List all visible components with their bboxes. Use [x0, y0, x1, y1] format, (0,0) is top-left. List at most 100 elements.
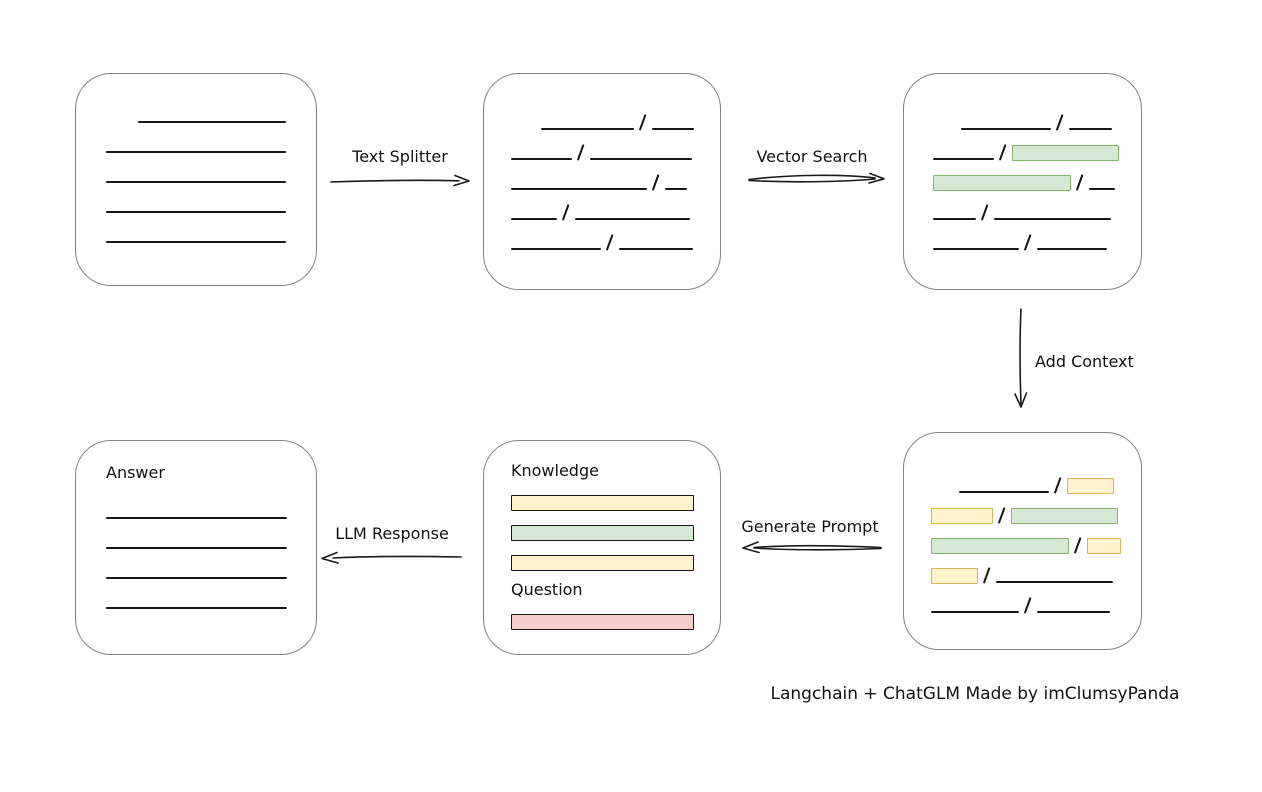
text-line [138, 121, 286, 123]
text-line [590, 158, 692, 160]
pattern-row [931, 553, 1141, 584]
slash-separator [651, 174, 660, 191]
text-line [931, 611, 1019, 613]
add-context-label: Add Context [1035, 352, 1134, 371]
slash-separator [1073, 537, 1082, 554]
highlight-green [1012, 145, 1119, 161]
text-line [106, 517, 287, 519]
text-line [575, 218, 690, 220]
slash-separator [605, 234, 614, 251]
pattern-row [106, 489, 316, 519]
slash-separator [1055, 114, 1064, 131]
pattern-row [511, 190, 720, 221]
text-line [106, 577, 287, 579]
pattern-row [106, 579, 316, 609]
text-line [1089, 188, 1115, 190]
slash-separator [980, 204, 989, 221]
vector-search-label: Vector Search [756, 147, 868, 166]
pattern-row [511, 220, 720, 251]
indent-spacer [106, 122, 138, 123]
text-line [106, 241, 286, 243]
text-line [511, 218, 557, 220]
text-line [106, 151, 286, 153]
slash-separator [576, 144, 585, 161]
slash-separator [638, 114, 647, 131]
pattern-row [106, 549, 316, 579]
indent-spacer [931, 492, 959, 493]
text-line [1037, 611, 1110, 613]
generate-prompt-label: Generate Prompt [741, 517, 879, 536]
pattern-row [106, 123, 316, 153]
text-line [1069, 128, 1112, 130]
search-result-lines [904, 74, 1141, 251]
slash-separator [1023, 234, 1032, 251]
pattern-row [933, 130, 1141, 161]
pattern-row [931, 493, 1141, 524]
text-line [511, 248, 601, 250]
pattern-row [511, 100, 720, 131]
slash-separator [982, 567, 991, 584]
text-line [959, 491, 1049, 493]
document-lines [76, 74, 316, 243]
question-bars [511, 614, 720, 630]
slash-separator [1023, 597, 1032, 614]
indent-spacer [933, 129, 961, 130]
pattern-row [933, 190, 1141, 221]
indent-spacer [511, 129, 541, 130]
chunk-lines [484, 74, 720, 251]
text-line [996, 581, 1113, 583]
highlight-green [1011, 508, 1118, 524]
answer-node: Answer [75, 440, 317, 655]
answer-lines [106, 483, 316, 609]
red-bar [511, 614, 694, 630]
text-line [619, 248, 693, 250]
text-line [665, 188, 687, 190]
knowledge-bars [511, 495, 720, 571]
green-bar [511, 525, 694, 541]
highlight-yellow [1067, 478, 1114, 494]
pattern-row [106, 519, 316, 549]
llm-response-label: LLM Response [335, 524, 449, 543]
text-line [994, 218, 1111, 220]
text-line [933, 158, 994, 160]
yellow-bar [511, 555, 694, 571]
yellow-bar [511, 495, 694, 511]
pattern-row [511, 160, 720, 191]
question-label: Question [511, 580, 583, 599]
text-line [961, 128, 1051, 130]
context-node [903, 432, 1142, 650]
highlight-yellow [931, 568, 978, 584]
split-chunks-node [483, 73, 721, 290]
text-line [1037, 248, 1107, 250]
text-line [106, 181, 286, 183]
pattern-row [106, 213, 316, 243]
pattern-row [933, 100, 1141, 131]
slash-separator [561, 204, 570, 221]
knowledge-label: Knowledge [511, 461, 599, 480]
answer-label: Answer [106, 463, 165, 482]
text-line [106, 211, 286, 213]
text-line [541, 128, 634, 130]
pattern-row [106, 153, 316, 183]
text-splitter-label: Text Splitter [352, 147, 448, 166]
llm-response-arrow-icon [321, 551, 462, 564]
slash-separator [997, 507, 1006, 524]
pattern-row [106, 93, 316, 123]
pattern-row [931, 463, 1141, 494]
source-document-node [75, 73, 317, 286]
text-splitter-arrow-icon [330, 174, 470, 187]
prompt-node: Knowledge Question [483, 440, 721, 655]
pattern-row [931, 583, 1141, 614]
pattern-row [933, 160, 1141, 191]
pattern-row [511, 130, 720, 161]
text-line [652, 128, 694, 130]
diagram-caption: Langchain + ChatGLM Made by imClumsyPand… [770, 684, 1180, 704]
add-context-arrow-icon [1014, 308, 1028, 408]
vector-search-result-node [903, 73, 1142, 290]
generate-prompt-arrow-icon [742, 541, 882, 554]
highlight-green [933, 175, 1071, 191]
pattern-row [931, 523, 1141, 554]
text-line [933, 248, 1019, 250]
highlight-yellow [931, 508, 993, 524]
